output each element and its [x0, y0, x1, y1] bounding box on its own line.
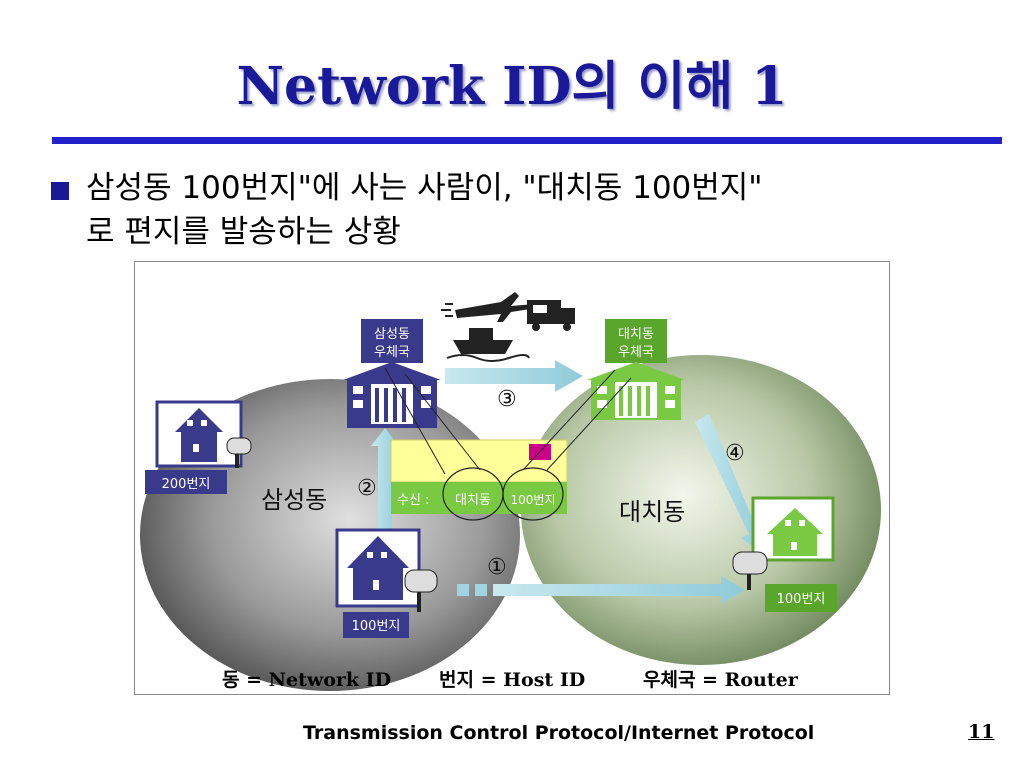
arrow-step-4: ④ [695, 414, 767, 554]
house-200: 200번지 [145, 400, 252, 494]
bullet-line-2: 로 편지를 발송하는 상황 [86, 214, 401, 250]
samsung-post-office: 삼성동 우체국 [343, 319, 441, 428]
bullet-square-icon [51, 182, 69, 200]
network-diagram: 삼성동 대치동 삼성동 우체국 [134, 261, 890, 695]
envelope-prefix: 수신 : [397, 493, 429, 508]
house-icon [335, 528, 421, 608]
samsung-network-label: 삼성동 [261, 486, 327, 514]
house-100-sender: 100번지 [335, 528, 438, 638]
mailbox-icon [226, 437, 252, 468]
samsung-post-office-line1: 삼성동 [374, 327, 410, 342]
page-number: 11 [968, 721, 995, 743]
airplane-icon [441, 292, 537, 322]
daechi-post-office-line1: 대치동 [618, 327, 654, 342]
arrow-step-1: ① [457, 555, 745, 604]
bullet-text: 삼성동 100번지"에 사는 사람이, "대치동 100번지" 로 편지를 발송… [86, 166, 986, 254]
legend-dong: 동 = Network ID [222, 669, 391, 691]
step-3-label: ③ [497, 387, 517, 412]
house-icon [155, 400, 243, 468]
post-office-icon [343, 362, 441, 428]
house-icon [751, 496, 835, 562]
daechi-post-office: 대치동 우체국 [587, 319, 685, 420]
mailbox-icon [732, 551, 768, 590]
title-underline [52, 137, 1002, 144]
house-100-receiver-label: 100번지 [777, 592, 826, 607]
legend-post-office: 우체국 = Router [643, 669, 799, 691]
envelope-dong: 대치동 [455, 493, 491, 508]
daechi-post-office-line2: 우체국 [618, 345, 654, 360]
envelope-icon: 수신 : 대치동 100번지 [384, 367, 632, 521]
daechi-network-label: 대치동 [619, 498, 685, 526]
house-100-receiver: 100번지 [732, 496, 837, 612]
arrow-step-3: ③ [445, 360, 583, 412]
house-200-label: 200번지 [162, 477, 211, 492]
legend-beonji: 번지 = Host ID [439, 669, 585, 691]
mailbox-icon [404, 569, 438, 612]
step-1-label: ① [487, 555, 507, 580]
slide-title: Network ID의 이해 1 [236, 56, 788, 117]
envelope-beonji: 100번지 [511, 493, 556, 507]
diagram-canvas: 삼성동 대치동 삼성동 우체국 [140, 292, 881, 691]
step-4-label: ④ [725, 441, 745, 466]
samsung-post-office-line2: 우체국 [374, 345, 410, 360]
post-office-icon [587, 362, 685, 420]
truck-icon [527, 300, 575, 331]
house-100-sender-label: 100번지 [352, 619, 401, 634]
ship-icon [446, 328, 530, 362]
footer-text: Transmission Control Protocol/Internet P… [303, 722, 815, 744]
bullet-line-1: 삼성동 100번지"에 사는 사람이, "대치동 100번지" [86, 170, 763, 206]
step-2-label: ② [357, 476, 377, 501]
